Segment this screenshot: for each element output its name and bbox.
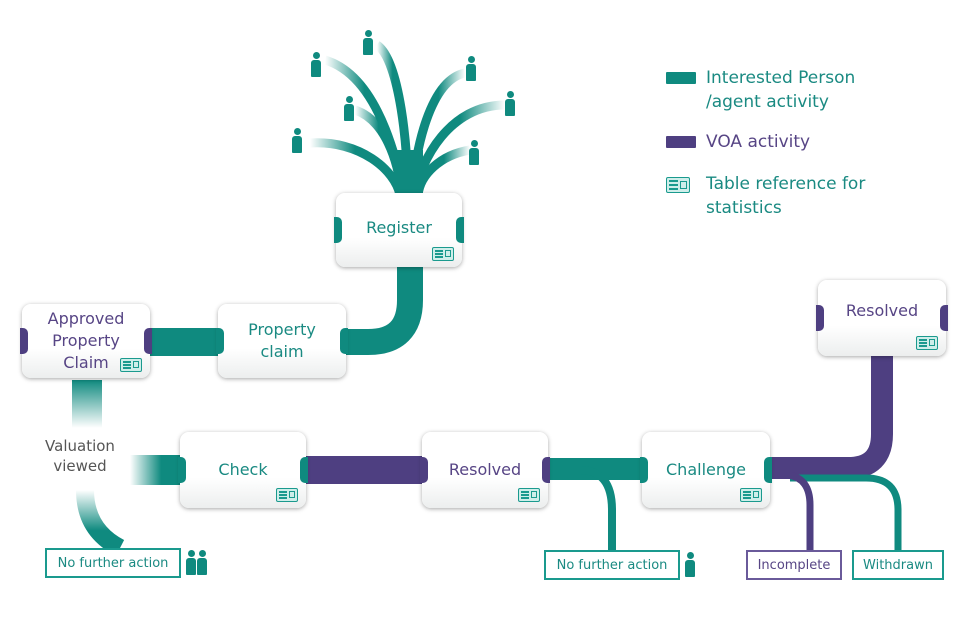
outcome-label: Withdrawn <box>863 557 933 573</box>
challenge-to-resolved <box>770 355 893 479</box>
table-reference-icon[interactable] <box>740 488 762 502</box>
challenge-to-incomplete <box>775 471 814 550</box>
valuation-viewed-label: Valuation viewed <box>30 436 130 476</box>
connector-tab <box>940 305 948 331</box>
table-reference-icon[interactable] <box>518 488 540 502</box>
label-line2: viewed <box>53 457 107 475</box>
person-icon <box>311 52 321 78</box>
connector-tab <box>20 328 28 354</box>
node-register[interactable]: Register <box>334 193 464 267</box>
legend-label-line1: VOA activity <box>706 132 811 152</box>
legend-label-line1: Interested Person <box>706 68 856 88</box>
register-branches <box>309 41 506 197</box>
node-label: Resolved <box>845 301 919 320</box>
node-label-line1: Property <box>248 320 316 339</box>
person-icon <box>344 96 354 122</box>
person-icon <box>505 91 515 117</box>
node-resolved-check[interactable]: Resolved <box>420 432 550 508</box>
outcome-no-further-action[interactable]: No further action <box>45 548 181 578</box>
person-icon <box>292 128 302 154</box>
connector-tab <box>144 328 152 354</box>
node-label: Register <box>366 218 432 237</box>
two-people-icon <box>186 550 208 576</box>
property-claim-to-approved <box>148 328 220 356</box>
node-label-line2: Property <box>52 331 120 350</box>
node-label-line3: Claim <box>63 353 109 372</box>
connector-tab <box>340 328 348 354</box>
node-resolved-challenge[interactable]: Resolved <box>816 280 948 356</box>
person-icon <box>469 140 479 166</box>
outcome-no-further-action[interactable]: No further action <box>544 550 680 580</box>
legend-label-line2: /agent activity <box>706 92 829 112</box>
connector-tab <box>216 328 224 354</box>
node-label: Challenge <box>666 460 746 479</box>
table-reference-icon[interactable] <box>432 247 454 261</box>
legend-label-line2: statistics <box>706 198 782 218</box>
legend-item-interested-person: Interested Person /agent activity <box>666 66 855 114</box>
node-check[interactable]: Check <box>178 432 308 508</box>
purple-line-swatch-icon <box>666 136 696 148</box>
person-icon <box>363 30 373 56</box>
node-approved-property-claim[interactable]: Approved Property Claim <box>20 304 152 378</box>
connector-tab <box>542 457 550 483</box>
connector-tab <box>334 217 342 243</box>
node-label-line2: claim <box>260 342 304 361</box>
legend-item-table-reference: Table reference for statistics <box>666 172 865 220</box>
person-icon <box>466 56 476 82</box>
branch-1 <box>309 138 405 197</box>
table-reference-icon[interactable] <box>916 336 938 350</box>
valuation-to-check <box>130 455 182 485</box>
connector-tab <box>300 457 308 483</box>
connector-tab <box>764 457 772 483</box>
connector-tab <box>178 457 186 483</box>
connector-tab <box>640 457 648 483</box>
connector-tab <box>420 457 428 483</box>
branch-trunk <box>395 150 423 195</box>
challenge-to-withdrawn <box>790 474 902 550</box>
node-property-claim[interactable]: Property claim <box>216 304 348 378</box>
table-reference-icon[interactable] <box>276 488 298 502</box>
connector-tab <box>456 217 464 243</box>
node-challenge[interactable]: Challenge <box>640 432 772 508</box>
valuation-to-nfa <box>76 489 125 557</box>
connector-tab <box>816 305 824 331</box>
outcome-withdrawn[interactable]: Withdrawn <box>852 550 944 580</box>
legend-label-line1: Table reference for <box>706 174 866 194</box>
check-to-resolved <box>305 456 425 484</box>
outcome-incomplete[interactable]: Incomplete <box>746 550 842 580</box>
node-label: Resolved <box>448 460 522 479</box>
teal-line-swatch-icon <box>666 72 696 84</box>
person-icon <box>685 552 695 578</box>
node-label-line1: Approved <box>47 309 125 328</box>
table-reference-icon <box>666 177 690 193</box>
outcome-label: No further action <box>57 555 169 571</box>
table-reference-icon[interactable] <box>120 358 142 372</box>
resolved-to-nfa <box>579 466 616 552</box>
register-to-property-claim <box>346 265 423 355</box>
node-label: Check <box>218 460 268 479</box>
legend-item-voa: VOA activity <box>666 130 810 154</box>
outcome-label: Incomplete <box>757 557 831 573</box>
approved-fade-down <box>72 380 102 428</box>
outcome-label: No further action <box>556 557 668 573</box>
label-line1: Valuation <box>45 437 115 455</box>
